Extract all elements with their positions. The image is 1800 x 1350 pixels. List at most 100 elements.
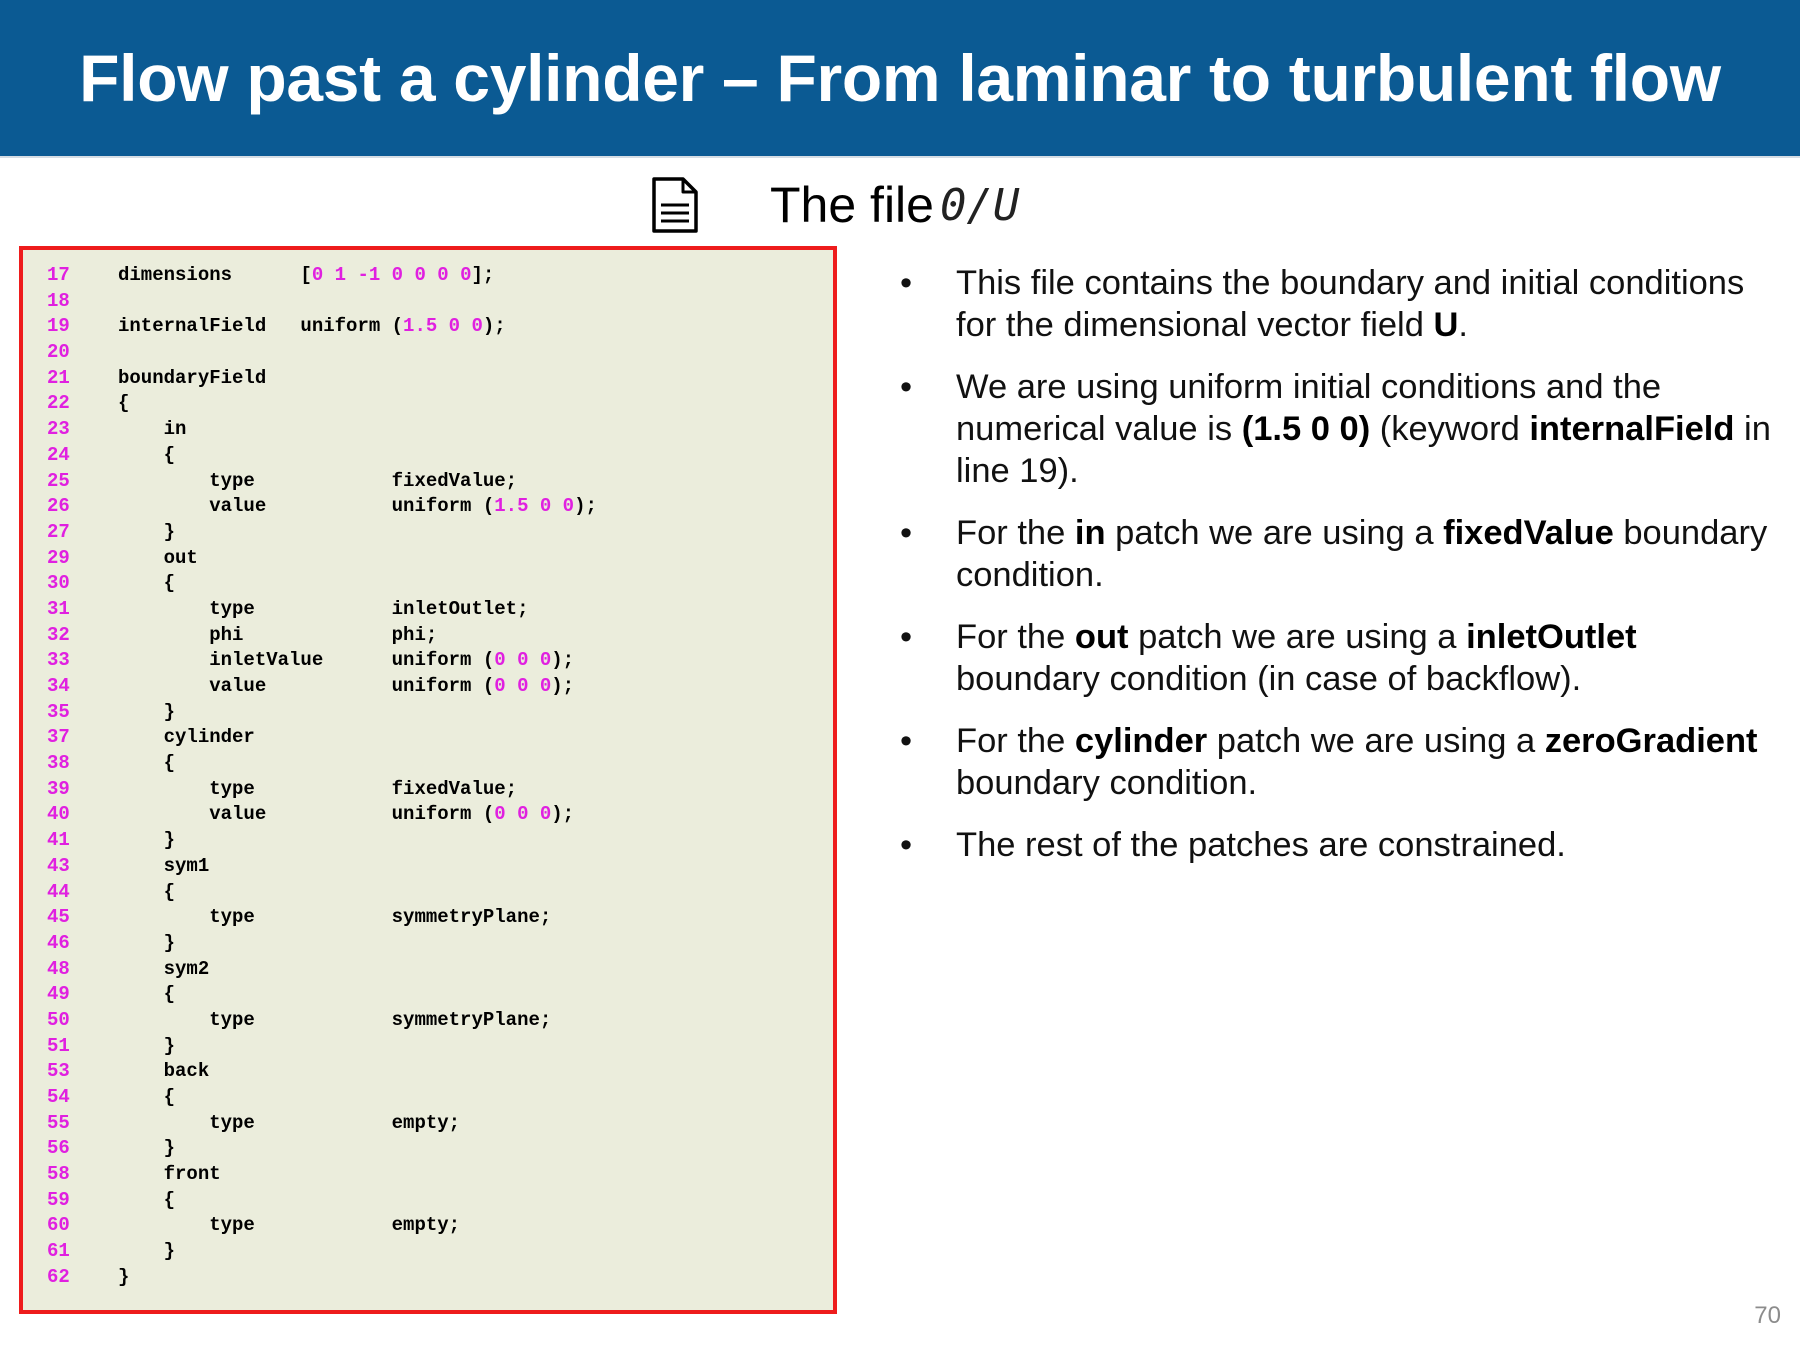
code-line: 46 } [23,931,833,957]
code-text: phi phi; [118,623,437,649]
code-text: type inletOutlet; [118,597,528,623]
code-token: value uniform ( [118,803,495,826]
line-number: 41 [47,829,70,852]
code-text: } [118,1136,175,1162]
bullet-keyword: U [1433,306,1459,344]
code-token: sym1 [118,854,210,877]
code-line: 37 cylinder [23,725,833,751]
code-text: { [118,982,175,1008]
code-text: type fixedValue; [118,469,517,495]
bullet-keyword: out [1074,618,1129,656]
code-token: ); [551,803,575,826]
bullet-keyword: cylinder [1074,722,1208,760]
code-text: { [118,1085,175,1111]
line-number: 29 [47,546,70,569]
line-number: 51 [47,1034,70,1057]
code-line: 25 type fixedValue; [23,469,833,495]
bullet-text: boundary condition. [956,764,1258,802]
line-number: 30 [47,572,70,595]
code-text: { [118,1188,175,1214]
code-line: 26 value uniform (1.5 0 0); [23,494,833,520]
code-line: 34 value uniform (0 0 0); [23,674,833,700]
bullet-marker: • [900,826,913,864]
code-text: } [118,1034,175,1060]
bullet-keyword: ( [1241,410,1254,448]
code-line: 22{ [23,391,833,417]
code-token: back [118,1060,210,1083]
code-token: } [118,520,176,543]
code-line: 29 out [23,546,833,572]
code-text: type fixedValue; [118,777,517,803]
code-token: ]; [471,264,495,286]
code-token: internalField uniform ( [118,315,404,338]
bullet-keyword: fixedValue [1443,514,1614,552]
code-text: value uniform (1.5 0 0); [118,494,597,520]
line-number: 38 [47,752,70,775]
code-text: { [118,751,175,777]
code-text: cylinder [118,725,255,751]
bullet-item: •For the cylinder patch we are using a z… [890,720,1790,804]
code-number: 0 0 0 [494,649,552,672]
code-text: } [118,828,175,854]
line-number: 35 [47,700,70,723]
code-text: front [118,1162,221,1188]
code-token: ); [551,649,575,672]
page-number: 70 [1754,1302,1781,1329]
bullet-marker: • [900,368,913,406]
line-number: 23 [47,418,70,441]
code-line: 54 { [23,1085,833,1111]
file-heading-label: The file [770,177,934,233]
line-number: 17 [47,264,70,286]
code-line: 62} [23,1265,833,1291]
code-text: out [118,546,198,572]
code-line: 23 in [23,417,833,443]
file-heading: The file 0/U [650,170,1019,240]
code-token: { [118,572,176,595]
code-text: type empty; [118,1213,460,1239]
code-token: type symmetryPlane; [118,1008,552,1031]
code-text: dimensions [0 1 -1 0 0 0 0]; [118,263,494,289]
code-token: type inletOutlet; [118,597,529,620]
code-text: boundaryField [118,366,266,392]
code-token: } [118,931,176,954]
line-number: 56 [47,1137,70,1160]
bullet-item: •This file contains the boundary and ini… [890,262,1790,346]
bullet-text: We are using uniform initial conditions … [956,368,1662,448]
bullet-text: For the [956,618,1075,656]
bullet-text: The rest of the patches are constrained. [956,826,1566,864]
code-text: value uniform (0 0 0); [118,802,574,828]
slide-title: Flow past a cylinder – From laminar to t… [79,41,1721,115]
code-line: 32 phi phi; [23,623,833,649]
code-line: 53 back [23,1059,833,1085]
code-text: } [118,1265,129,1291]
line-number: 62 [47,1265,70,1288]
code-token: front [118,1163,221,1186]
bullet-item: •For the in patch we are using a fixedVa… [890,512,1790,596]
bullet-marker: • [900,264,913,302]
bullet-text: boundary condition. [956,514,1768,594]
code-token: ); [482,315,506,338]
code-text: back [118,1059,210,1085]
line-number: 37 [47,726,70,749]
line-number: 26 [47,495,70,518]
code-line: 39 type fixedValue; [23,777,833,803]
code-line: 24 { [23,443,833,469]
code-text: { [118,571,175,597]
code-token: } [118,1137,176,1160]
code-token: type fixedValue; [118,777,518,800]
code-line: 45 type symmetryPlane; [23,905,833,931]
code-token: phi phi; [118,623,438,646]
code-text: { [118,443,175,469]
code-token: ); [574,495,597,518]
line-number: 50 [47,1008,70,1031]
code-text: sym1 [118,854,210,880]
line-number: 53 [47,1060,70,1083]
code-line: 49 { [23,982,833,1008]
code-token: { [118,443,176,466]
code-text: { [118,391,129,417]
bullet-item: • We are using uniform initial conditions… [890,366,1790,492]
code-token: } [118,1265,130,1288]
code-text: value uniform (0 0 0); [118,674,574,700]
code-text: } [118,931,175,957]
bullet-text: . [1458,306,1469,344]
